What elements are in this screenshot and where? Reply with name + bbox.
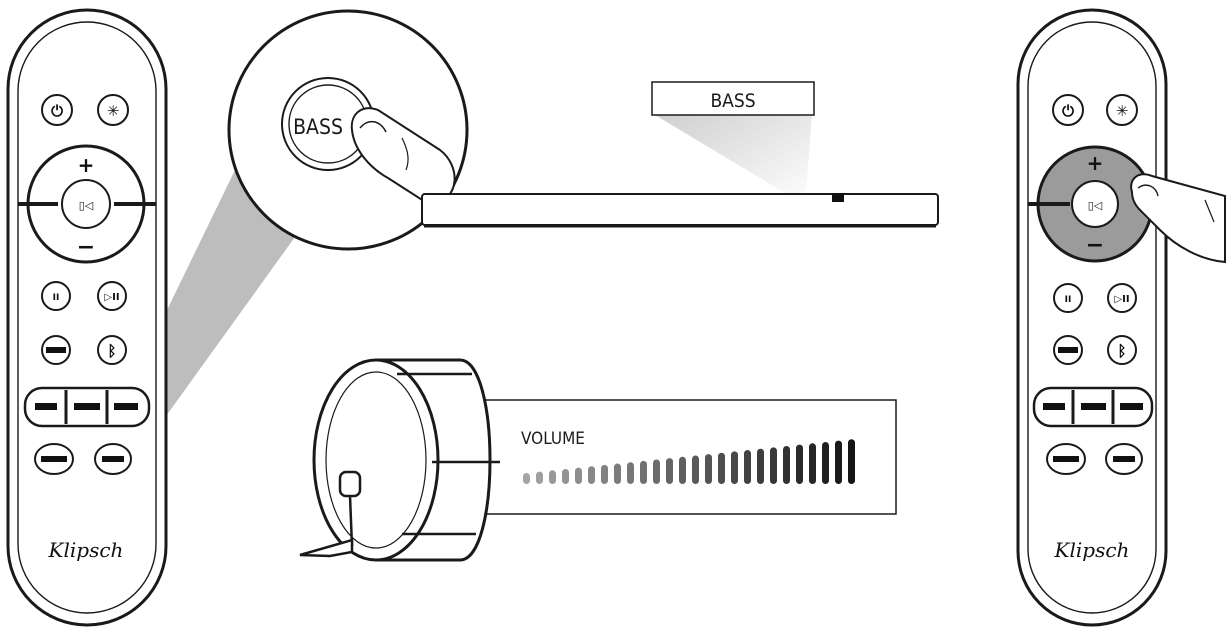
volume-level-bar <box>614 463 621 484</box>
volume-level-bar <box>809 443 816 484</box>
mute-icon: ▯◁ <box>79 199 94 212</box>
pause-button[interactable]: II <box>41 281 71 311</box>
rotating-wheel <box>299 358 500 562</box>
volume-level-bar <box>627 462 634 484</box>
play-pause-icon: ▷II <box>104 292 119 303</box>
soundbar-bass-label: BASS <box>710 90 755 112</box>
volume-level-bar <box>601 464 608 484</box>
volume-level-bar <box>731 451 738 484</box>
soundbar <box>421 193 939 228</box>
volume-label: VOLUME <box>521 429 585 449</box>
bluetooth-button-right[interactable]: ᛒ <box>1107 335 1137 365</box>
volume-level-bar <box>588 466 595 484</box>
volume-level-bar <box>796 444 803 484</box>
soundbar-callout-beam <box>655 115 812 205</box>
volume-level-bar <box>536 471 543 484</box>
power-icon: ⏻ <box>1062 102 1074 120</box>
volume-ring[interactable]: + − ▯◁ <box>18 144 156 264</box>
input-button-right[interactable] <box>1053 335 1083 365</box>
bluetooth-button[interactable]: ᛒ <box>97 335 127 365</box>
mode-button-row-right[interactable] <box>1032 386 1154 428</box>
pressing-finger-right <box>1130 173 1226 264</box>
brand-logo: Klipsch <box>1054 538 1130 562</box>
light-icon: ✳ <box>107 102 120 120</box>
play-pause-button[interactable]: ▷II <box>97 281 127 311</box>
pause-button-right[interactable]: II <box>1053 283 1083 313</box>
volume-level-bar <box>848 439 855 484</box>
volume-level-bar <box>744 450 751 484</box>
dialog-button-right[interactable] <box>1046 443 1086 475</box>
remote-left: ⏻ ✳ + − ▯◁ II ▷II ᛒ <box>6 8 168 627</box>
volume-up-icon: + <box>78 153 95 177</box>
brand-logo: Klipsch <box>48 538 124 562</box>
soundbar-bass-button <box>832 193 844 202</box>
volume-level-bar <box>562 468 569 484</box>
volume-level-bar <box>757 448 764 484</box>
volume-level-bar <box>718 452 725 484</box>
wheel-knob <box>338 470 362 498</box>
zoom-cone <box>138 170 300 455</box>
volume-level-bar <box>705 454 712 484</box>
volume-level-bar <box>653 459 660 484</box>
pressing-finger <box>350 107 456 207</box>
mute-icon: ▯◁ <box>1088 199 1103 212</box>
volume-level-bar <box>679 456 686 484</box>
volume-level-bar <box>692 455 699 484</box>
mode-button-row[interactable] <box>23 386 151 428</box>
bass-button[interactable] <box>94 443 132 475</box>
play-pause-icon: ▷II <box>1114 294 1129 305</box>
power-button[interactable]: ⏻ <box>41 94 73 126</box>
play-pause-button-right[interactable]: ▷II <box>1107 283 1137 313</box>
light-button-right[interactable]: ✳ <box>1106 94 1138 126</box>
remote-right: ⏻ ✳ + − ▯◁ II ▷II <box>1016 8 1226 627</box>
volume-up-icon: + <box>1087 151 1104 175</box>
volume-level-bars <box>523 439 855 484</box>
pause-icon: II <box>53 293 60 303</box>
zoom-bass-label: BASS <box>293 115 343 139</box>
bass-button-right[interactable] <box>1105 443 1143 475</box>
bluetooth-icon: ᛒ <box>1117 342 1126 360</box>
volume-level-bar <box>640 460 647 484</box>
volume-level-bar <box>575 467 582 484</box>
volume-level-bar <box>835 440 842 484</box>
input-button[interactable] <box>41 335 71 365</box>
light-icon: ✳ <box>1116 102 1129 120</box>
volume-level-bar <box>770 447 777 484</box>
volume-level-bar <box>549 470 556 484</box>
soundbar-callout: BASS <box>651 81 815 116</box>
volume-down-icon: − <box>77 235 95 260</box>
pause-icon: II <box>1065 295 1072 305</box>
volume-level-bar <box>822 441 829 484</box>
dialog-button[interactable] <box>34 443 74 475</box>
bluetooth-icon: ᛒ <box>107 342 116 360</box>
volume-down-icon: − <box>1086 233 1104 258</box>
volume-panel: VOLUME <box>419 399 897 515</box>
volume-level-bar <box>666 458 673 484</box>
volume-level-bar <box>523 473 530 484</box>
volume-level-bar <box>783 446 790 484</box>
power-icon: ⏻ <box>51 102 63 120</box>
volume-ring-highlighted[interactable]: + − ▯◁ <box>1028 145 1154 263</box>
light-button[interactable]: ✳ <box>97 94 129 126</box>
zoom-magnifier: BASS <box>227 9 469 251</box>
power-button-right[interactable]: ⏻ <box>1052 94 1084 126</box>
